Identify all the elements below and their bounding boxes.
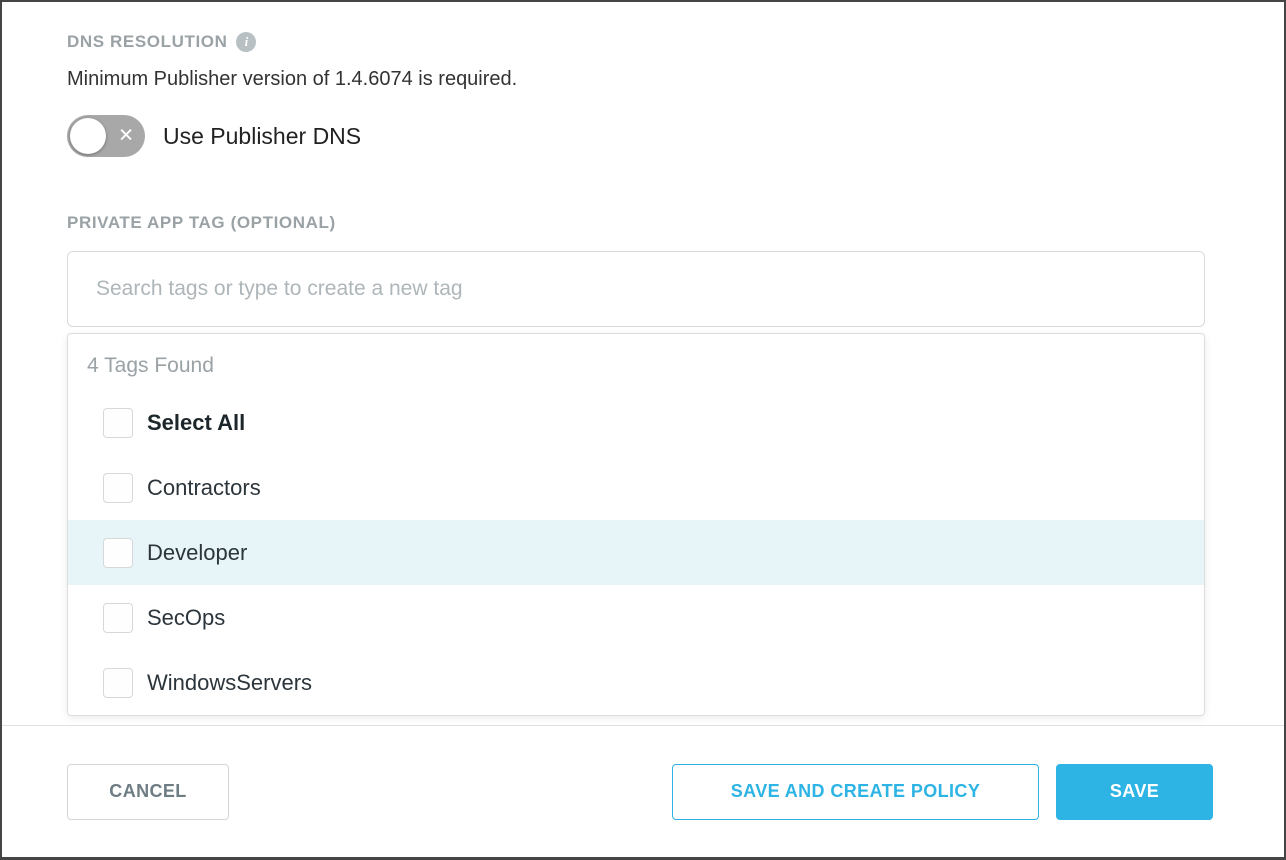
tag-checkbox[interactable] [103,667,133,698]
toggle-knob [70,118,106,154]
tag-option-row[interactable]: WindowsServers [68,650,1204,715]
tag-option-row[interactable]: Select All [68,390,1204,455]
tag-checkbox[interactable] [103,472,133,503]
tag-checkbox[interactable] [103,537,133,568]
min-publisher-version-text: Minimum Publisher version of 1.4.6074 is… [67,68,518,90]
tag-search-box [67,251,1205,327]
tag-option-label: SecOps [147,604,226,630]
tag-option-label: Developer [147,539,248,565]
footer-primary-actions: SAVE AND CREATE POLICY SAVE [672,763,1213,820]
save-button[interactable]: SAVE [1056,763,1213,820]
tag-checkbox[interactable] [103,407,133,438]
save-and-create-policy-button[interactable]: SAVE AND CREATE POLICY [672,763,1039,820]
tag-option-row[interactable]: Contractors [68,455,1204,520]
private-app-tag-label: PRIVATE APP TAG (OPTIONAL) [67,213,336,232]
tag-option-row[interactable]: SecOps [68,585,1204,650]
tag-dropdown-panel: 4 Tags Found Select All Contractors Deve… [67,333,1205,716]
tag-option-label: Contractors [147,474,261,500]
private-app-tag-section-title: PRIVATE APP TAG (OPTIONAL) [67,213,1205,233]
tags-found-count: 4 Tags Found [87,354,214,377]
dns-resolution-section-title: DNS RESOLUTION i [67,32,1205,52]
toggle-off-icon: ✕ [118,125,134,147]
dialog-footer: CANCEL SAVE AND CREATE POLICY SAVE [2,725,1284,857]
publisher-dns-toggle-label: Use Publisher DNS [163,122,362,149]
cancel-button[interactable]: CANCEL [67,763,229,820]
info-icon[interactable]: i [236,32,257,52]
tag-options-list: Select All Contractors Developer SecOps … [68,390,1204,715]
publisher-dns-toggle[interactable]: ✕ [67,115,145,157]
tag-checkbox[interactable] [103,602,133,633]
tag-search-input[interactable] [96,277,1176,301]
tag-option-label: WindowsServers [147,669,313,695]
publisher-dns-toggle-row: ✕ Use Publisher DNS [67,115,1205,157]
dns-resolution-label: DNS RESOLUTION [67,32,228,51]
tag-option-label: Select All [147,409,246,435]
tag-option-row[interactable]: Developer [68,520,1204,585]
dialog-content: DNS RESOLUTION i Minimum Publisher versi… [2,2,1284,725]
